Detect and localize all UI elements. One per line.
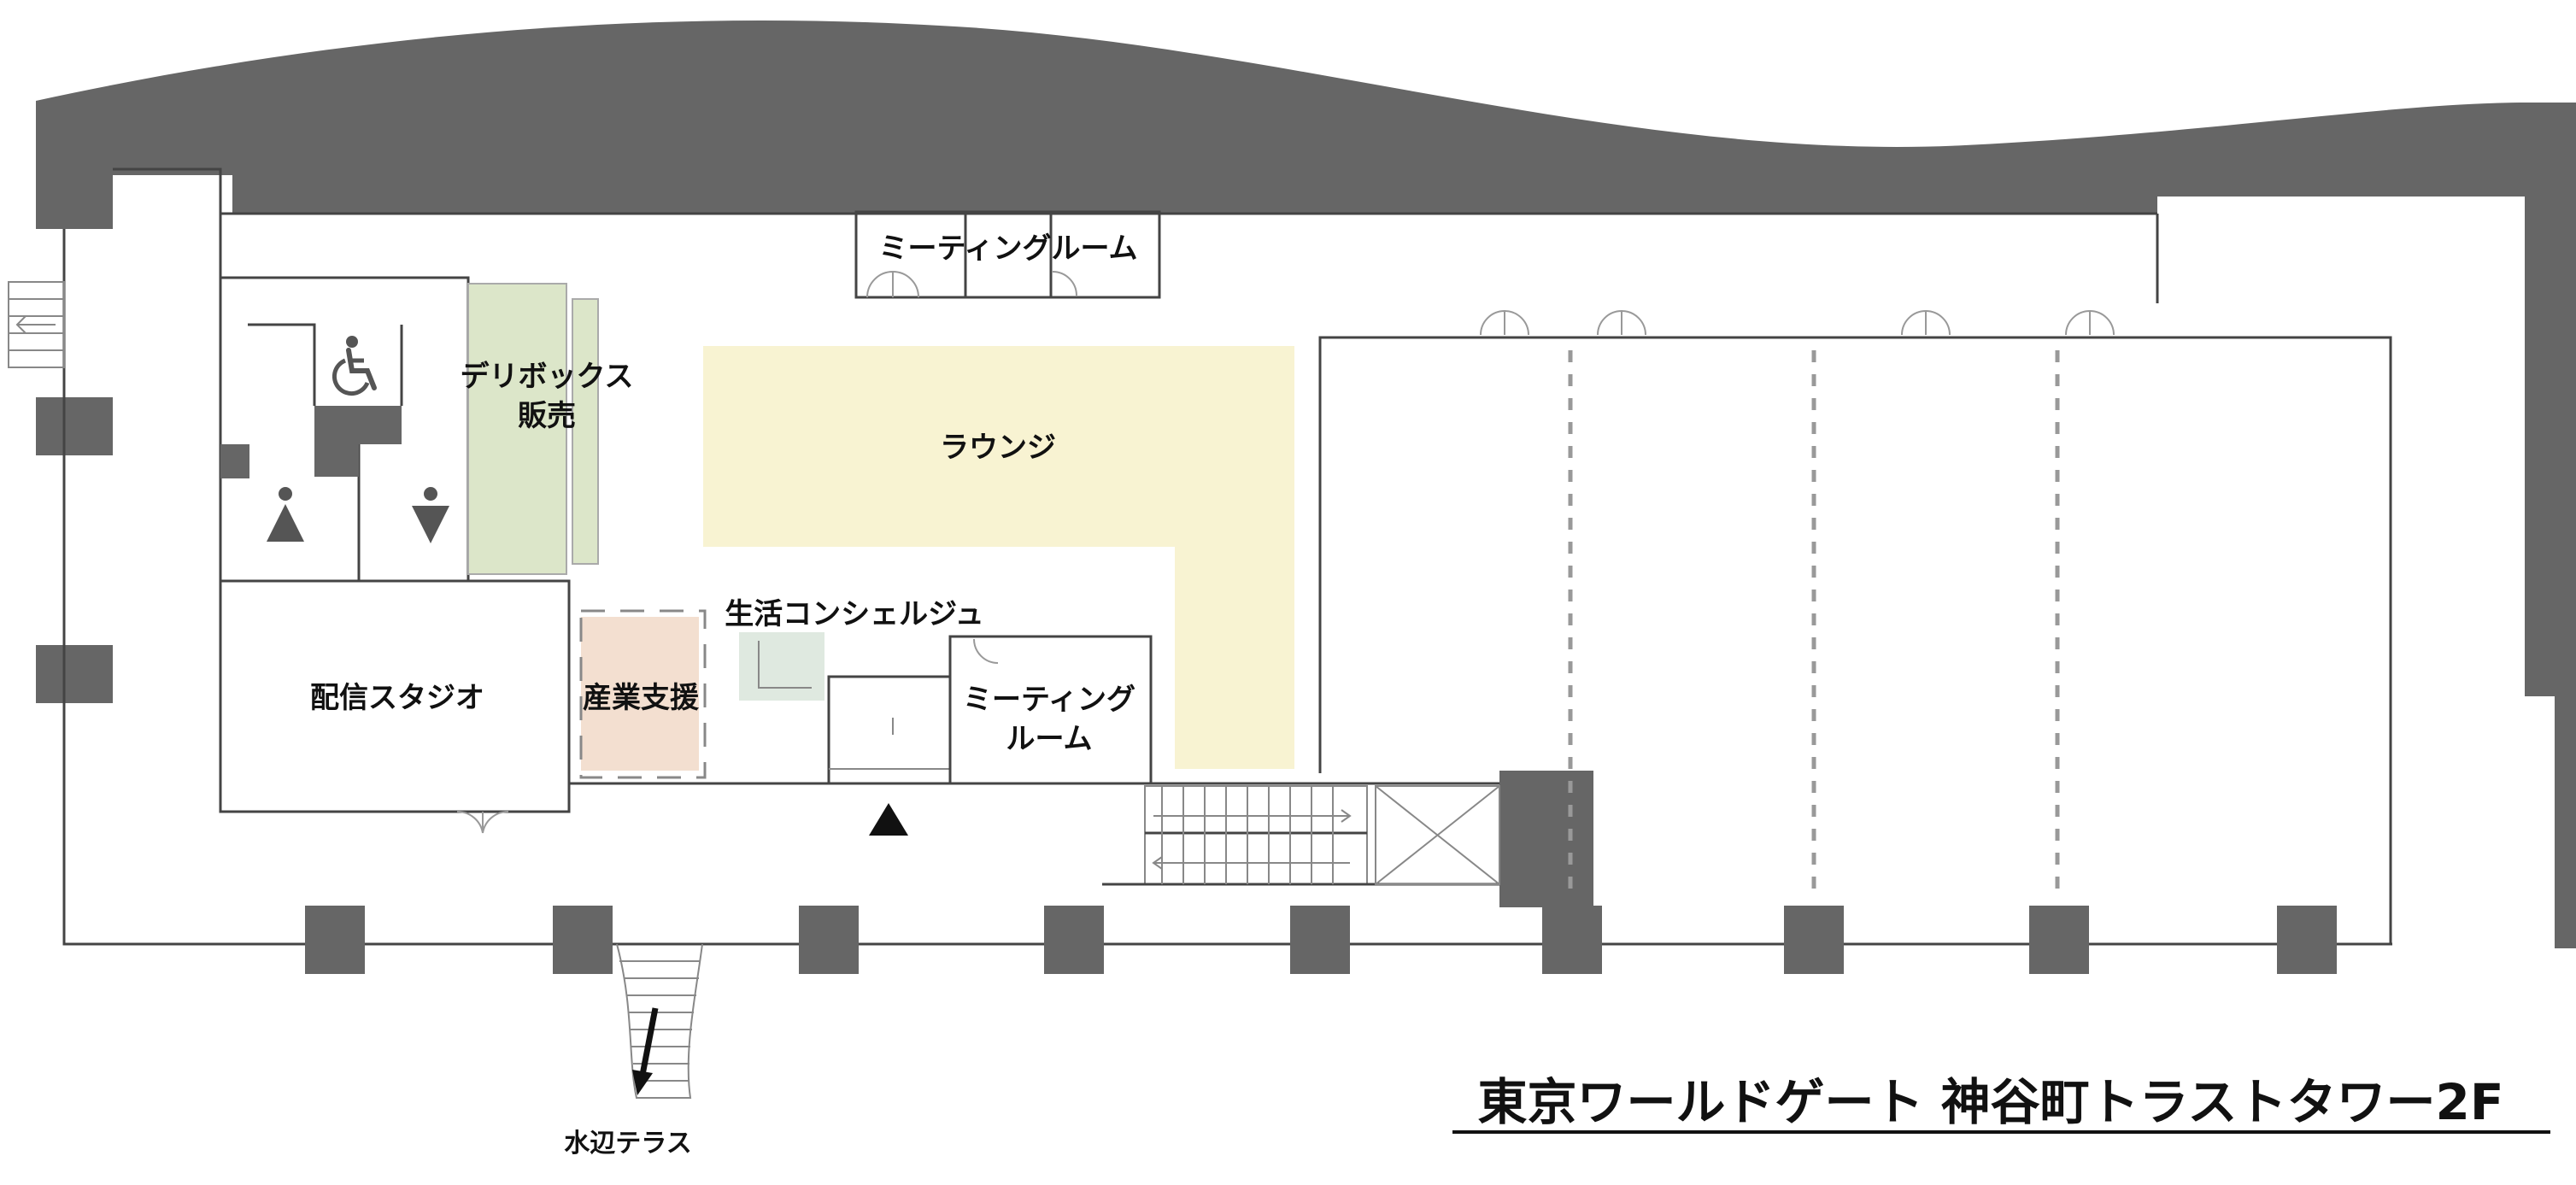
column (1784, 906, 1844, 974)
male-restroom-icon (412, 487, 449, 543)
column (1290, 906, 1350, 974)
escalator (1102, 785, 1500, 886)
pillar (36, 645, 113, 703)
map-title: 東京ワールドゲート 神谷町トラストタワー2F (1477, 1073, 2503, 1131)
meeting-room-mid-label-line2: ルーム (1006, 722, 1093, 756)
broadcast-studio-label: 配信スタジオ (310, 681, 484, 715)
female-restroom-icon (267, 487, 304, 542)
elevator-hall (827, 675, 952, 785)
outer-wall-left (62, 229, 2392, 946)
event-hall (1318, 309, 2392, 944)
meeting-room-mid-label-line1: ミーティング (963, 683, 1135, 717)
concierge-area (739, 632, 824, 701)
delibox-label-line2: 販売 (518, 399, 576, 433)
column (2029, 906, 2089, 974)
door (456, 810, 484, 834)
industry-support-area (581, 617, 699, 771)
waterside-terrace-label: 水辺テラス (564, 1129, 691, 1159)
core-block (1499, 771, 1593, 907)
column (799, 906, 859, 974)
industry-support-label: 産業支援 (583, 681, 700, 715)
arrow-down-icon (632, 1007, 659, 1095)
life-concierge-label: 生活コンシェルジュ (725, 597, 984, 631)
delibox-area (467, 283, 567, 575)
industry-support-frame (579, 609, 707, 779)
building-top-wall (36, 20, 2576, 949)
entrance-triangle-icon[interactable] (869, 803, 908, 836)
left-stair (8, 281, 65, 368)
meeting-room-top (854, 210, 1161, 299)
lounge-label: ラウンジ (940, 431, 1056, 465)
pillar (36, 169, 113, 229)
broadcast-studio-room (219, 579, 571, 813)
concierge-counter (758, 641, 812, 689)
column (1542, 906, 1602, 974)
meeting-room-top-label: ミーティングルーム (879, 232, 1138, 266)
restroom-block (219, 276, 498, 583)
column (305, 906, 365, 974)
door (482, 810, 509, 834)
delibox-label-line1: デリボックス (461, 360, 634, 394)
terrace-stair (616, 943, 703, 1099)
delibox-shelf (572, 298, 599, 565)
lounge-area (703, 346, 1294, 769)
left-corridor-wall (113, 167, 222, 812)
pillar (36, 397, 113, 455)
column (1044, 906, 1104, 974)
wheelchair-icon (332, 336, 377, 396)
column (2277, 906, 2337, 974)
column (553, 906, 613, 974)
